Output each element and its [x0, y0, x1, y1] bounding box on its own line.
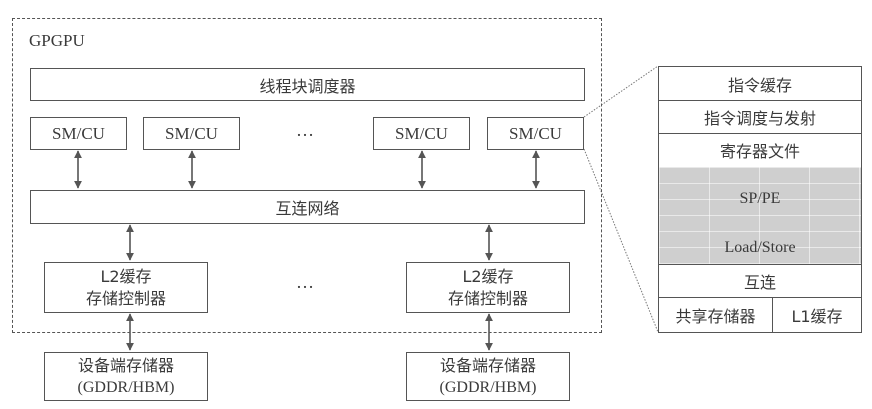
interconnect-network: 互连网络: [30, 190, 585, 224]
gpgpu-container: [12, 18, 602, 333]
l2-cache-controller-right: L2缓存 存储控制器: [406, 262, 570, 313]
sm-cu-2: SM/CU: [143, 117, 240, 150]
l2-line1: L2缓存: [462, 266, 514, 286]
device-memory-line2: (GDDR/HBM): [77, 378, 175, 396]
device-memory-line1: 设备端存储器: [77, 355, 174, 375]
instruction-schedule-issue: 指令调度与发射: [659, 100, 861, 134]
load-store: Load/Store: [659, 231, 861, 265]
device-memory-line2: (GDDR/HBM): [439, 378, 537, 396]
sm-cu-1: SM/CU: [30, 117, 127, 150]
l2-line2: 存储控制器: [447, 288, 528, 308]
instruction-cache: 指令缓存: [659, 67, 861, 101]
thread-block-scheduler: 线程块调度器: [30, 68, 585, 101]
device-memory-line1: 设备端存储器: [439, 355, 536, 375]
l2-cache-controller-left: L2缓存 存储控制器: [44, 262, 208, 313]
sm-cu-4: SM/CU: [487, 117, 584, 150]
sm-interconnect: 互连: [659, 264, 861, 298]
device-memory-left: 设备端存储器 (GDDR/HBM): [44, 352, 208, 401]
l2-ellipsis: …: [296, 272, 314, 292]
sm-cu-3: SM/CU: [373, 117, 470, 150]
gpgpu-label: GPGPU: [29, 31, 85, 50]
device-memory-right: 设备端存储器 (GDDR/HBM): [406, 352, 570, 401]
l2-line2: 存储控制器: [85, 288, 166, 308]
memory-row: 共享存储器 L1缓存: [659, 297, 861, 332]
l1-cache: L1缓存: [791, 306, 843, 326]
sm-detail-panel: 指令缓存 指令调度与发射 寄存器文件 SP/PE Load/Store 互连 共…: [658, 66, 862, 333]
sm-ellipsis: …: [296, 120, 314, 140]
register-file: 寄存器文件: [659, 133, 861, 168]
l2-line1: L2缓存: [100, 266, 152, 286]
shared-memory: 共享存储器: [659, 297, 773, 332]
sp-pe: SP/PE: [659, 167, 861, 232]
